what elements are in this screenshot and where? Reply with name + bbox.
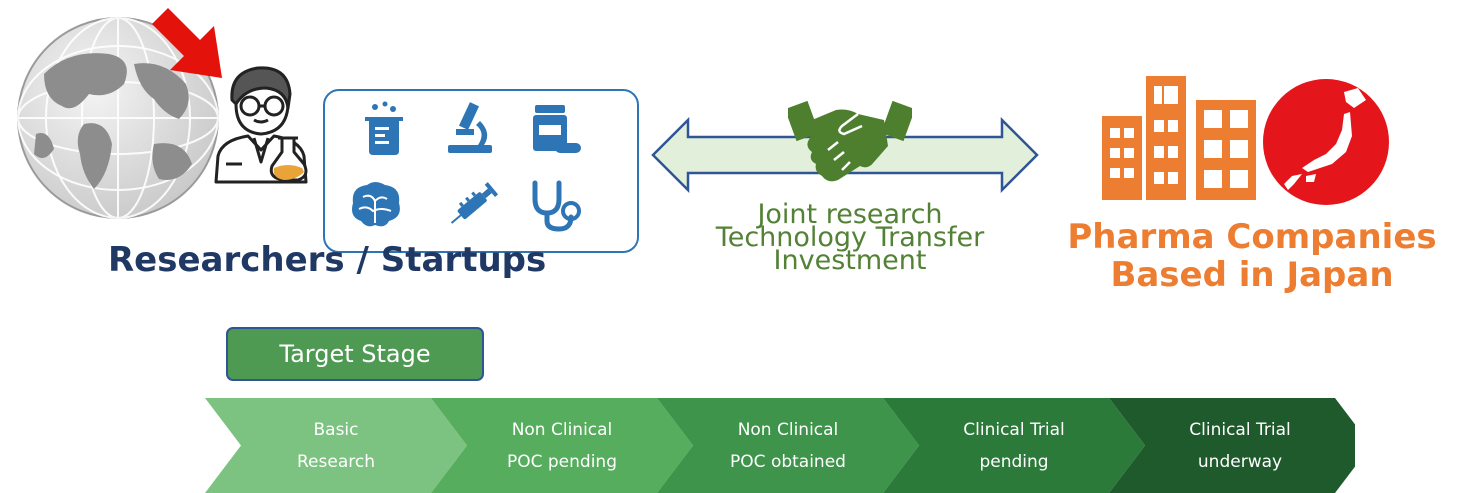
stage-chevron: Clinical Trial underway [1109, 398, 1355, 493]
target-stage-badge: Target Stage [226, 327, 484, 381]
japan-map-icon [1263, 79, 1389, 205]
stage-chevron-shape [657, 398, 919, 493]
stethoscope-icon [532, 180, 581, 232]
stage-chevron-shape [205, 398, 467, 493]
investment-label: Investment [773, 245, 927, 276]
medicine-bottle-icon [533, 105, 581, 153]
stage-label-line1: Clinical Trial [1189, 420, 1290, 440]
stage-label-line2: underway [1198, 452, 1282, 472]
stage-chevron-shape [431, 398, 693, 493]
syringe-icon [450, 182, 499, 224]
collaboration-types: Joint research Technology Transfer Inves… [660, 199, 1040, 276]
researcher-icon [214, 66, 308, 184]
pharma-title-line2: Based in Japan [1110, 255, 1394, 295]
stage-label-line1: Non Clinical [512, 420, 613, 440]
stage-label-line1: Clinical Trial [963, 420, 1064, 440]
stage-label-line2: Research [297, 452, 375, 472]
stage-chevron-shape [1109, 398, 1355, 493]
technology-transfer-label: Technology Transfer [715, 222, 985, 253]
image-credit-mark: · [1350, 196, 1352, 202]
stage-label-line1: Basic [313, 420, 358, 440]
stage-label-line2: POC pending [507, 452, 617, 472]
research-icons-panel [323, 89, 639, 253]
handshake-icon [788, 100, 912, 182]
stage-chevron: Clinical Trial pending [883, 398, 1145, 493]
stage-label-line2: pending [979, 452, 1048, 472]
stage-label-line2: POC obtained [730, 452, 846, 472]
joint-research-label: Joint research [757, 199, 943, 230]
buildings-icon [1102, 76, 1256, 200]
globe-icon [17, 17, 219, 219]
microscope-icon [448, 102, 492, 153]
stage-label-line1: Non Clinical [738, 420, 839, 440]
pharma-title-line1: Pharma Companies [1067, 217, 1437, 257]
brain-icon [352, 182, 400, 227]
researchers-startups-title: Researchers / Startups [108, 240, 547, 280]
beaker-icon [365, 101, 403, 155]
red-arrow-icon [152, 8, 222, 78]
stage-chevron-shape [883, 398, 1145, 493]
pharma-companies-title: Pharma Companies Based in Japan [1052, 218, 1452, 294]
